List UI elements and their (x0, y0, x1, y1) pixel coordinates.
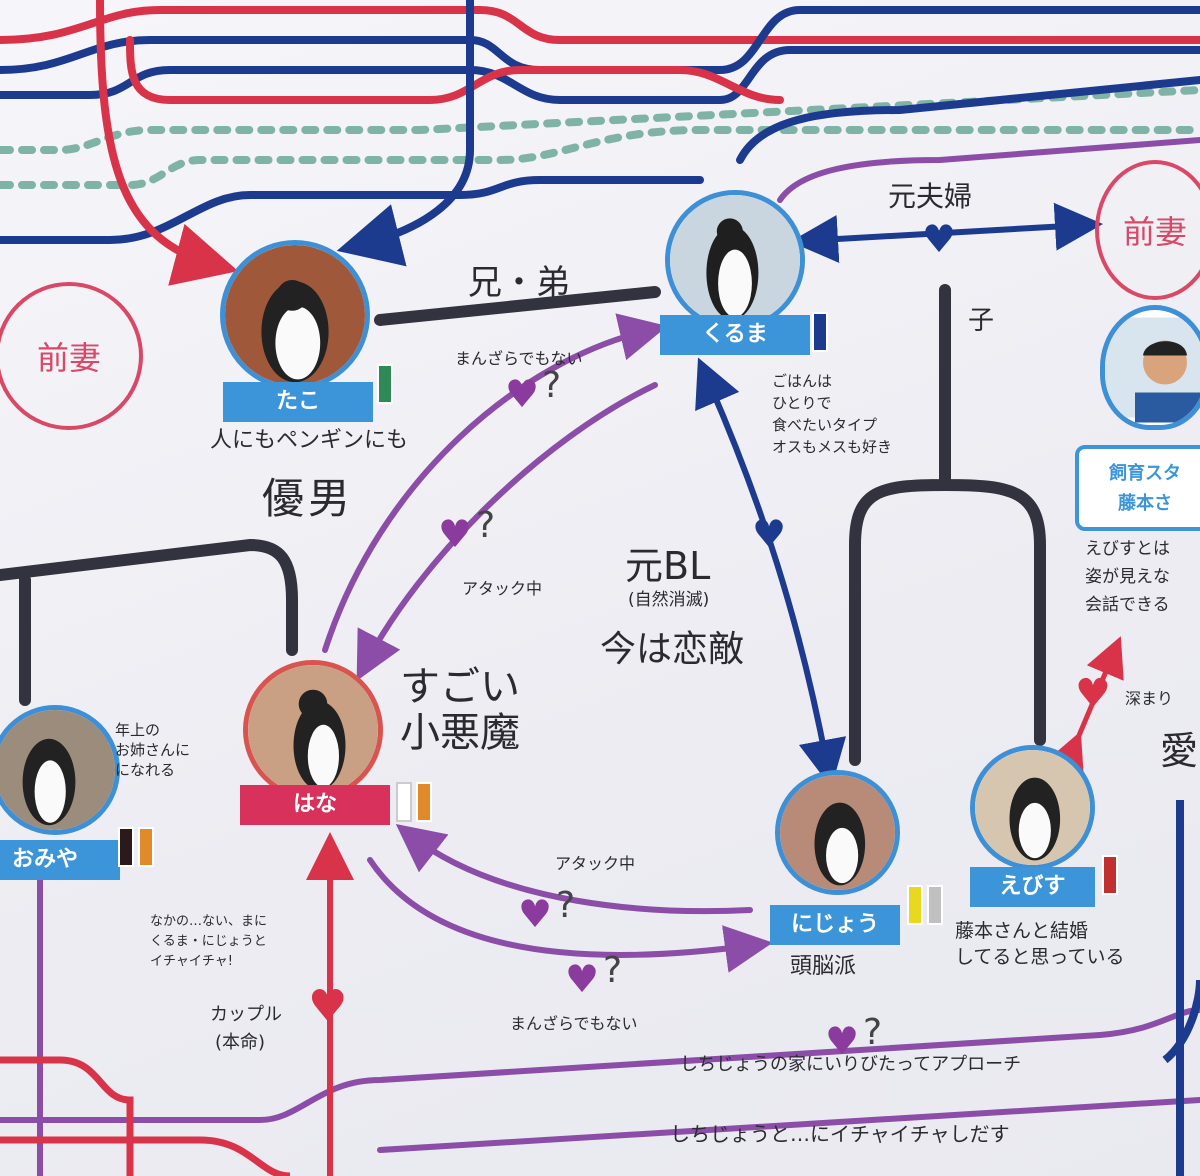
ex-bl-sub: (自然消滅) (628, 590, 710, 610)
kuruma-note: ごはんは ひとりで 食べたいタイプ オスもメスも好き (772, 372, 893, 456)
penguin-photo-kuruma (665, 190, 805, 330)
band-color-hana-1 (396, 782, 412, 822)
broken-heart-icon: ♥ (922, 217, 957, 261)
not-bad-label-2: まんざらでもない (510, 1014, 638, 1033)
ebisu-note: 藤本さんと結婚 してると思っている (955, 920, 1125, 968)
question-mark-4: ? (603, 950, 623, 991)
child-label: 子 (968, 306, 995, 336)
band-color-ebisu (1102, 855, 1118, 895)
ex-couple-label: 元夫婦 (888, 180, 973, 213)
band-color-omiya-1 (118, 827, 134, 867)
question-mark-1: ? (542, 365, 562, 406)
band-color-nijou-2 (927, 885, 943, 925)
couple-sub: (本命) (215, 1032, 266, 1053)
penguin-photo-hana (243, 660, 383, 800)
band-color-kuruma (812, 312, 828, 352)
question-mark-5: ? (863, 1012, 883, 1053)
name-tag-staff: 飼育スタ 藤本さ (1075, 445, 1200, 531)
name-tag-ebisu: えびす (970, 867, 1095, 907)
hana-note: すごい 小悪魔 (400, 664, 520, 756)
rivals-label: 今は恋敵 (600, 629, 745, 670)
name-tag-hana: はな (240, 785, 390, 825)
penguin-photo-nijou (775, 770, 900, 895)
attacking-label-2: アタック中 (555, 854, 636, 873)
penguin-photo-omiya (0, 705, 120, 835)
name-tag-omiya: おみや (0, 840, 120, 880)
broken-heart-icon: ♥ (752, 512, 787, 556)
question-mark-3: ? (556, 885, 576, 926)
name-tag-kuruma: くるま (660, 315, 810, 355)
red-heart-icon: ♥ (1075, 671, 1111, 717)
staff-note: えびすとは 姿が見えな 会話できる (1085, 539, 1170, 615)
penguin-photo-tako (220, 240, 370, 390)
omiya-note: 年上の お姉さんに になれる (115, 721, 191, 779)
purple-heart-icon: ♥ (565, 957, 600, 1001)
ex-wife-left-label: 前妻 (36, 339, 101, 377)
purple-heart-icon: ♥ (505, 372, 540, 416)
tako-note: 人にもペンギンにも (210, 428, 409, 453)
brothers-label: 兄・弟 (468, 263, 570, 303)
band-color-nijou-1 (907, 885, 923, 925)
couple-label: カップル (210, 1004, 282, 1025)
flirt-note: なかの…ない、まに くるま・にじょうと イチャイチャ! (150, 914, 268, 969)
deep-love-label: 深まり (1125, 689, 1174, 708)
band-color-hana-2 (416, 782, 432, 822)
red-heart-icon: ♥ (308, 981, 348, 1032)
question-mark-2: ? (476, 505, 496, 546)
band-color-omiya-2 (138, 827, 154, 867)
attacking-label-1: アタック中 (462, 579, 543, 598)
band-color-tako (377, 364, 393, 404)
ex-wife-right-circle: 前妻 (1095, 160, 1200, 300)
name-tag-nijou: にじょう (770, 905, 900, 945)
staff-photo (1100, 305, 1200, 430)
purple-heart-icon: ♥ (825, 1019, 860, 1063)
purple-heart-icon: ♥ (518, 892, 553, 936)
ex-wife-right-label: 前妻 (1122, 213, 1187, 251)
tako-note-big: 優男 (262, 474, 355, 523)
penguin-photo-ebisu (970, 745, 1095, 870)
name-tag-tako: たこ (223, 382, 373, 422)
ex-wife-left-circle: 前妻 (0, 282, 143, 430)
bottom-label: しちじょうと…にイチャイチャしだす (670, 1122, 1010, 1146)
love-char: 愛 (1160, 729, 1199, 773)
ex-bl-label: 元BL (625, 544, 711, 588)
not-bad-label-1: まんざらでもない (455, 349, 583, 368)
purple-heart-icon: ♥ (438, 512, 473, 556)
approach-label: しちじょうの家にいりびたってアプローチ (680, 1054, 1022, 1075)
nijou-note: 頭脳派 (790, 954, 857, 979)
